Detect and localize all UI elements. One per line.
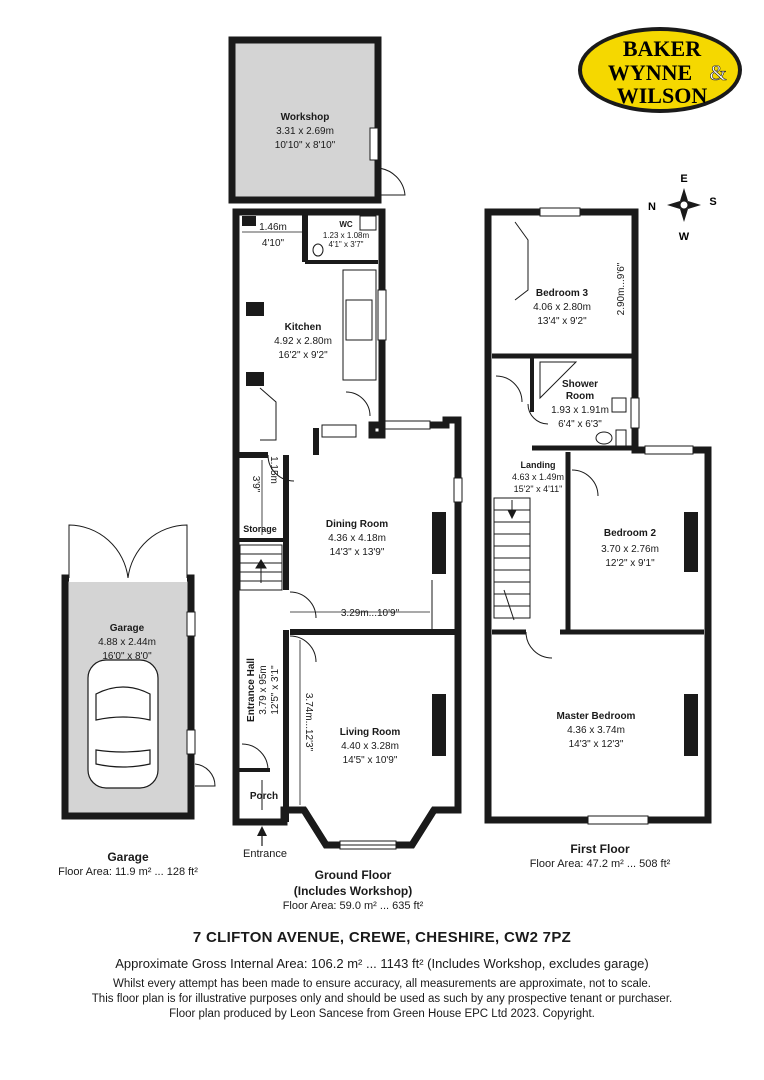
svg-text:14'3" x 13'9": 14'3" x 13'9"	[330, 547, 385, 558]
car-icon	[87, 659, 159, 789]
bedroom-3-label: Bedroom 3	[536, 288, 589, 299]
garage-caption: Garage Floor Area: 11.9 m² ... 128 ft²	[28, 850, 228, 880]
svg-text:4.40 x 3.28m: 4.40 x 3.28m	[341, 741, 399, 752]
garage-label: Garage	[110, 623, 145, 634]
svg-text:14'3" x 12'3": 14'3" x 12'3"	[569, 739, 624, 750]
storage-label: Storage	[243, 524, 277, 534]
svg-text:4.92 x 2.80m: 4.92 x 2.80m	[274, 336, 332, 347]
svg-text:4.36 x 4.18m: 4.36 x 4.18m	[328, 533, 386, 544]
svg-text:WILSON: WILSON	[617, 83, 708, 108]
property-address: 7 CLIFTON AVENUE, CREWE, CHESHIRE, CW2 7…	[192, 929, 572, 946]
svg-text:3.70 x 2.76m: 3.70 x 2.76m	[601, 544, 659, 555]
workshop-room	[228, 36, 382, 204]
svg-text:S: S	[709, 196, 716, 208]
ground-floor-caption: Ground Floor (Includes Workshop) Floor A…	[243, 868, 463, 913]
shower-room-label: Shower	[562, 379, 598, 390]
ground-floor-subtitle: (Includes Workshop)	[293, 883, 413, 898]
first-floor-plan	[484, 207, 712, 825]
gross-internal-area: Approximate Gross Internal Area: 106.2 m…	[115, 956, 649, 971]
svg-text:10'10" x 8'10": 10'10" x 8'10"	[275, 140, 336, 151]
svg-text:3.31 x 2.69m: 3.31 x 2.69m	[276, 126, 334, 137]
svg-text:4.88 x 2.44m: 4.88 x 2.44m	[98, 637, 156, 648]
svg-text:4.36 x 3.74m: 4.36 x 3.74m	[567, 725, 625, 736]
svg-text:4.63 x 1.49m: 4.63 x 1.49m	[512, 472, 564, 482]
brand-logo: BAKER WYNNE & WILSON	[578, 27, 742, 113]
first-floor-area: Floor Area: 47.2 m² ... 508 ft²	[529, 857, 671, 870]
svg-text:BAKER: BAKER	[623, 36, 702, 61]
svg-text:4.06 x 2.80m: 4.06 x 2.80m	[533, 302, 591, 313]
landing-label: Landing	[521, 460, 556, 470]
svg-text:3.29m...10'9": 3.29m...10'9"	[341, 608, 400, 619]
porch-label: Porch	[250, 791, 278, 802]
svg-text:16'0" x 8'0": 16'0" x 8'0"	[102, 651, 152, 662]
first-floor-caption: First Floor Floor Area: 47.2 m² ... 508 …	[500, 842, 700, 872]
disclaimer-line-2: This floor plan is for illustrative purp…	[91, 993, 673, 1005]
svg-text:Room: Room	[566, 391, 594, 402]
entrance-hall-label: Entrance Hall	[246, 658, 257, 722]
first-floor-title: First Floor	[570, 842, 630, 856]
svg-text:3.74m...12'3": 3.74m...12'3"	[303, 693, 314, 752]
disclaimer-line-1: Whilst every attempt has been made to en…	[113, 978, 651, 990]
master-bedroom-label: Master Bedroom	[557, 711, 636, 722]
svg-text:4'10": 4'10"	[262, 238, 285, 249]
svg-text:WYNNE: WYNNE	[608, 60, 692, 85]
svg-text:1.15m: 1.15m	[268, 456, 279, 484]
svg-text:1.93 x 1.91m: 1.93 x 1.91m	[551, 405, 609, 416]
garage-floor-title: Garage	[107, 850, 149, 864]
compass-icon: E N S W	[648, 173, 717, 243]
garage-plan	[61, 524, 216, 820]
svg-text:14'5" x 10'9": 14'5" x 10'9"	[343, 755, 398, 766]
svg-text:1.23 x 1.08m: 1.23 x 1.08m	[323, 231, 370, 240]
svg-text:3'9": 3'9"	[250, 476, 261, 493]
ground-floor-plan	[228, 36, 611, 850]
bedroom-2-label: Bedroom 2	[604, 528, 657, 539]
svg-text:1.46m: 1.46m	[259, 222, 287, 233]
svg-text:16'2" x 9'2": 16'2" x 9'2"	[278, 350, 328, 361]
svg-text:15'2" x 4'11": 15'2" x 4'11"	[514, 484, 563, 494]
svg-text:12'5" x 3'1": 12'5" x 3'1"	[270, 665, 281, 715]
kitchen-label: Kitchen	[285, 322, 322, 333]
svg-text:W: W	[679, 231, 690, 243]
ground-floor-area: Floor Area: 59.0 m² ... 635 ft²	[282, 899, 424, 912]
svg-text:6'4" x 6'3": 6'4" x 6'3"	[558, 419, 602, 430]
svg-text:4'1" x 3'7": 4'1" x 3'7"	[329, 240, 364, 249]
living-room-label: Living Room	[340, 727, 401, 738]
workshop-label: Workshop	[281, 112, 330, 123]
disclaimer-line-3: Floor plan produced by Leon Sancese from…	[169, 1008, 595, 1020]
dining-room-label: Dining Room	[326, 519, 388, 530]
wc-label: WC	[339, 220, 353, 229]
svg-text:E: E	[680, 173, 687, 185]
svg-text:13'4" x 9'2": 13'4" x 9'2"	[537, 316, 587, 327]
svg-text:2.90m...9'6": 2.90m...9'6"	[616, 262, 627, 315]
svg-text:&: &	[709, 60, 726, 85]
entrance-label: Entrance	[243, 848, 287, 860]
ground-floor-title: Ground Floor	[314, 868, 392, 882]
garage-floor-area: Floor Area: 11.9 m² ... 128 ft²	[58, 865, 198, 878]
svg-text:3.79 x 95m: 3.79 x 95m	[258, 665, 269, 714]
svg-text:12'2" x 9'1": 12'2" x 9'1"	[605, 558, 655, 569]
svg-text:N: N	[648, 201, 656, 213]
